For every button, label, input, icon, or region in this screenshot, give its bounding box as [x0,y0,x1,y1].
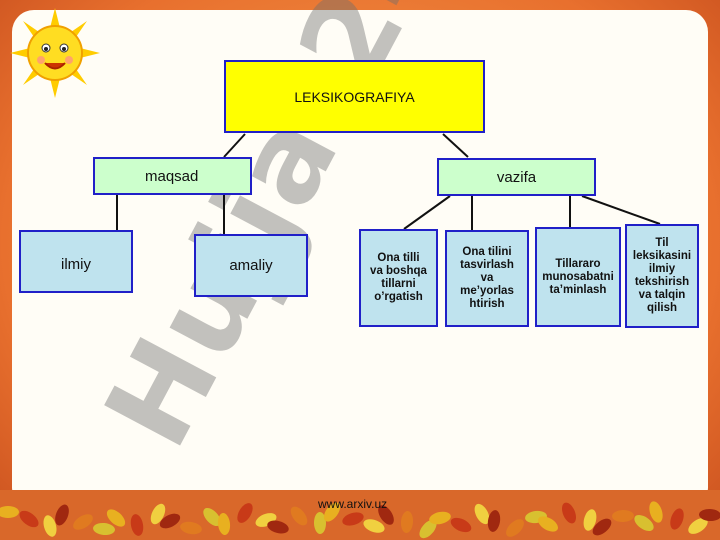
task-line: tekshirish [634,276,690,288]
leaf-icon [43,515,57,537]
leaf-icon [93,522,115,536]
leaf-icon [699,508,720,522]
leaf-icon [506,519,524,537]
task-line: leksikasini [632,250,692,262]
task-line: va boshqa [370,265,427,277]
ilmiy-node: ilmiy [19,230,133,293]
task-line: ilmiy [648,263,676,275]
leaf-icon [130,514,144,536]
sun-icon [10,8,100,98]
leaf-icon [19,510,39,528]
leaf-icon [562,502,576,524]
autumn-leaves-border [0,490,720,540]
amaliy-node: amaliy [194,234,308,297]
leaf-icon [634,515,654,531]
task-line: Ona tilini [462,246,512,258]
leaf-icon [73,514,93,530]
leaf-icon [342,512,364,526]
leaf-icon [237,503,253,523]
footer-link[interactable]: www.arxiv.uz [318,497,388,511]
vazifa-task-4: Til leksikasini ilmiy tekshirish va talq… [625,224,699,328]
leaf-icon [363,519,385,533]
leaf-icon [583,509,597,531]
connector-root-maqsad [223,133,246,158]
leaf-icon [267,520,289,534]
maqsad-node: maqsad [93,157,252,195]
leaf-icon [419,519,437,539]
leaf-icon [217,513,231,535]
leaf-icon [106,509,126,527]
leaf-icon [0,506,19,518]
task-line: tasvirlash [460,259,514,271]
leaf-icon [649,501,663,523]
connector-root-vazifa [442,133,469,158]
leaf-icon [474,503,490,525]
task-line: va [480,272,494,284]
task-line: tillarni [381,278,416,290]
root-node: LEKSIKOGRAFIYA [224,60,485,133]
vazifa-task-2: Ona tilini tasvirlash va me’yorlas htiri… [445,230,529,327]
leaf-icon [203,507,221,527]
leaf-icon [612,509,634,523]
leaf-icon [450,517,472,533]
task-line: va talqin [638,289,686,301]
connector-vazifa-v4 [581,195,661,225]
leaf-icon [323,502,341,522]
leaf-icon [688,518,708,534]
task-line: me’yorlas [460,285,514,297]
leaf-icon [400,511,414,533]
task-line: ta’minlash [549,283,607,296]
leaf-icon [538,516,558,532]
task-line: qilish [646,302,678,314]
leaf-icon [592,518,612,536]
task-line: Til [655,237,669,249]
vazifa-task-3: Tillararo munosabatni ta’minlash [535,227,621,327]
leaf-icon [313,512,327,534]
connector-vazifa-v1 [403,195,451,230]
leaf-icon [378,505,394,525]
leaf-icon [180,521,202,535]
task-line: Ona tilli [377,252,420,264]
leaf-icon [487,510,501,532]
leaf-icon [290,506,308,526]
task-line: munosabatni [542,270,614,283]
leaf-icon [55,504,69,526]
vazifa-node: vazifa [437,158,596,196]
leaf-icon [150,503,166,525]
leaf-icon [429,511,451,525]
leaf-icon [159,513,181,529]
task-line: Tillararo [555,257,601,270]
vazifa-task-1: Ona tilli va boshqa tillarni o’rgatish [359,229,438,327]
leaf-icon [670,508,684,530]
task-line: htirish [469,298,505,310]
task-line: o’rgatish [374,291,423,303]
